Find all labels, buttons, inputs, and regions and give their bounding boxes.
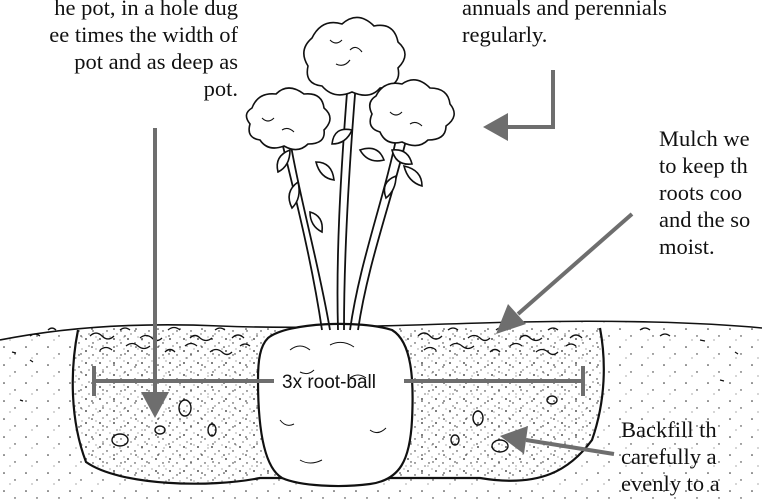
caption-line: regularly. [462,21,667,48]
caption-line: Backfill th [621,416,720,443]
root-ball [258,324,413,486]
caption-line: to keep th [659,152,750,179]
caption-line: annuals and perennials [462,0,667,21]
arrow-mulch [496,214,632,334]
caption-planting-instructions: he pot, in a hole dug ee times the width… [10,0,238,102]
caption-mulch: Mulch we to keep th roots coo and the so… [659,125,750,260]
caption-line: ee times the width of [10,21,238,48]
caption-line: he pot, in a hole dug [10,0,238,21]
caption-line: moist. [659,233,750,260]
caption-backfill: Backfill th carefully a evenly to a [621,416,720,497]
caption-line: pot. [10,75,238,102]
caption-line: evenly to a [621,470,720,497]
caption-fertilize: annuals and perennials regularly. [462,0,667,48]
caption-line: Mulch we [659,125,750,152]
measure-label: 3x root-ball [282,372,376,393]
caption-line: pot and as deep as [10,48,238,75]
caption-line: and the so [659,206,750,233]
caption-line: carefully a [621,443,720,470]
caption-line: roots coo [659,179,750,206]
arrow-elbow-top [483,70,553,141]
